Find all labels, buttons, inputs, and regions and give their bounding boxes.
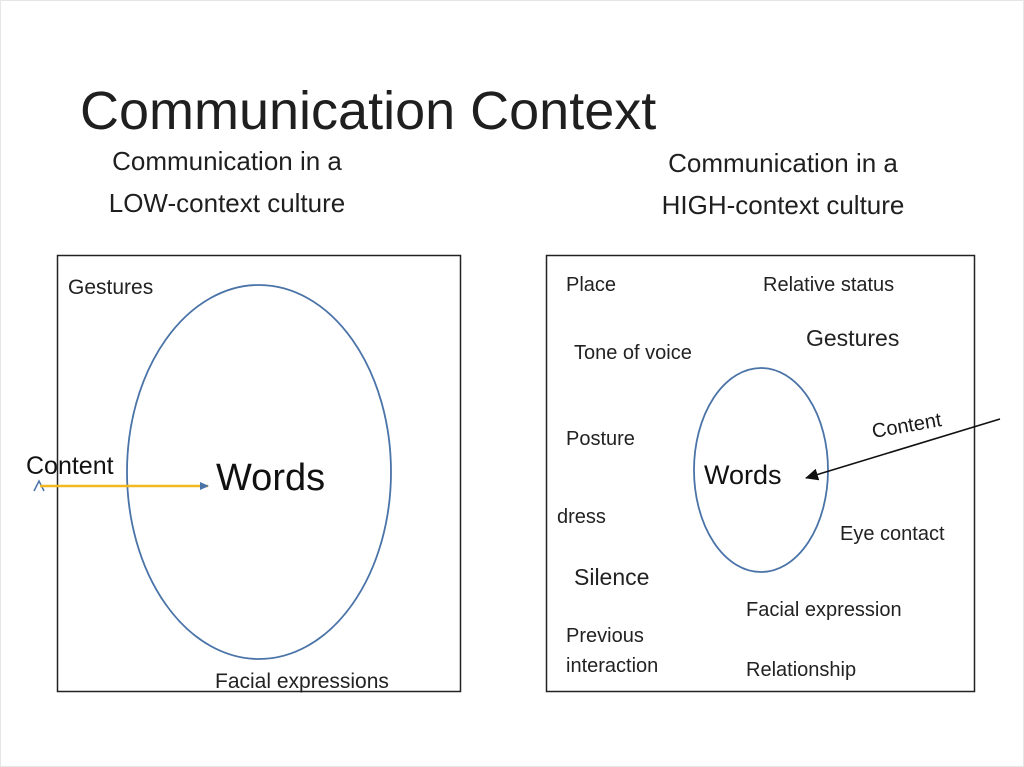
slide-title: Communication Context: [80, 81, 657, 141]
high-context-heading-line2: HIGH-context culture: [661, 190, 905, 221]
low-context-heading: Communication in a LOW-context culture: [82, 140, 372, 224]
high-label-eye-contact: Eye contact: [840, 523, 945, 545]
high-label-posture: Posture: [566, 428, 635, 450]
high-context-heading: Communication in a HIGH-context culture: [630, 142, 936, 226]
high-label-previous-line2: interaction: [566, 655, 659, 677]
low-label-words: Words: [216, 457, 326, 499]
low-label-content: Content: [26, 452, 114, 480]
high-label-gestures: Gestures: [806, 325, 900, 351]
high-label-previous-line1: Previous: [566, 625, 644, 647]
high-label-relative-status: Relative status: [763, 274, 895, 296]
high-label-facial: Facial expression: [746, 599, 902, 621]
high-label-tone: Tone of voice: [574, 342, 692, 364]
high-context-words-ellipse: [693, 367, 829, 573]
low-context-box: [56, 254, 462, 693]
high-context-heading-line1: Communication in a: [668, 148, 898, 178]
low-context-heading-line2: LOW-context culture: [108, 188, 346, 219]
high-label-dress: dress: [557, 506, 606, 528]
high-label-silence: Silence: [574, 564, 650, 590]
high-context-content-arrow: [805, 418, 1001, 481]
low-label-facial: Facial expressions: [215, 670, 389, 693]
high-label-words: Words: [704, 460, 782, 490]
high-label-relationship: Relationship: [746, 659, 857, 681]
high-context-box: [545, 254, 976, 693]
low-context-arrow-tail: [33, 479, 45, 492]
low-context-words-ellipse: [126, 284, 392, 660]
high-label-previous-interaction: Previous interaction: [566, 621, 658, 681]
high-label-place: Place: [566, 274, 617, 296]
low-label-gestures: Gestures: [68, 276, 154, 299]
low-context-heading-line1: Communication in a: [112, 146, 342, 176]
